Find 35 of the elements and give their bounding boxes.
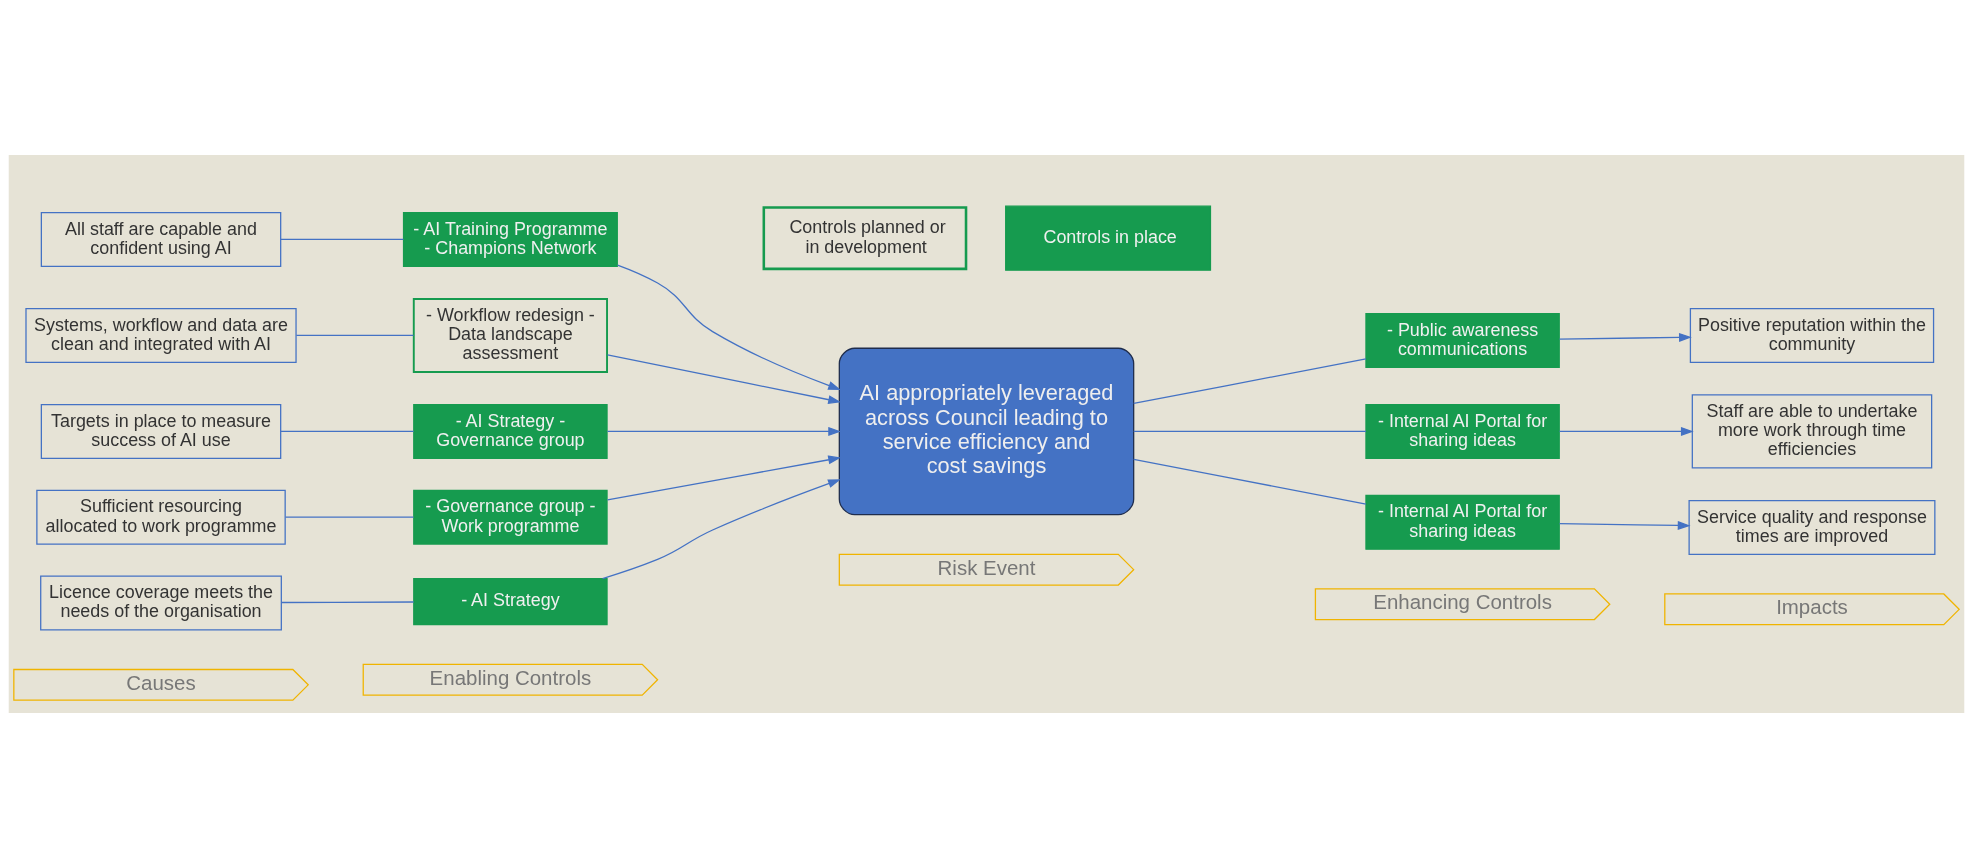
node-box: Sufficient resourcing allocated to work programme [36,489,286,545]
node-box: Licence coverage meets the needs of the organisation [40,575,282,631]
legend-label: Controls planned or in development [789,217,946,257]
node-box: Targets in place to measure success of AI use [40,403,282,459]
node-box: AI appropriately leveraged across Council leading to service efficiency and cost savings [838,347,1135,516]
node-box: Service quality and response times are improved [1688,499,1936,555]
node-box: - Internal AI Portal for sharing ideas [1365,494,1560,550]
node-box: Positive reputation within the community [1689,307,1935,363]
arrow [1558,520,1691,530]
node-box: - AI Strategy - Governance group [413,403,608,459]
node-box: - Public awareness communications [1365,313,1560,369]
connector [280,238,405,241]
connector [281,601,415,604]
connector [1133,430,1367,433]
arrow [601,479,841,580]
node-box: - AI Training Programme - Champions Network [402,211,618,267]
node-box: Systems, workflow and data are clean and integrated with AI [25,307,297,363]
node-box: - Internal AI Portal for sharing ideas [1365,403,1560,459]
arrow [606,426,842,436]
arrow [606,354,842,405]
node-box: Staff are able to undertake more work through time efficiencies [1691,394,1933,469]
node-box: All staff are capable and confident using AI [40,211,282,267]
legend-label: Controls in place [1043,226,1177,247]
node-box: - Workflow redesign - Data landscape assessment [412,298,608,373]
connector [1133,458,1367,505]
arrow [616,264,841,390]
connector [295,334,415,337]
connector [284,516,415,518]
node-box: - AI Strategy [413,578,608,626]
arrow [1558,332,1692,342]
node-box: - Governance group - Work programme [413,489,608,545]
connector [280,430,415,433]
connector [1133,358,1367,405]
arrow [1558,426,1694,436]
arrow [606,455,842,501]
